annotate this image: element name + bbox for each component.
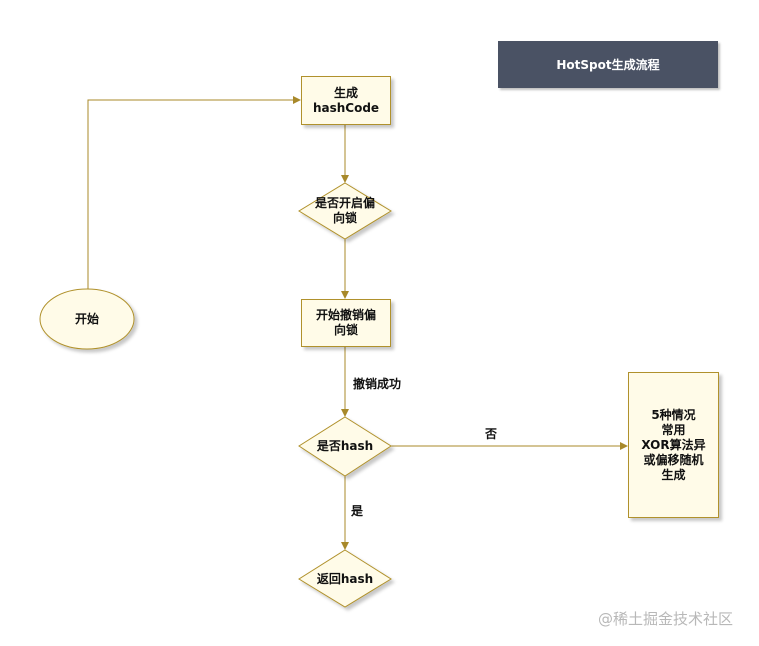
is-hash-label: 是否hash <box>316 438 374 453</box>
biased-enabled-label: 是否开启偏 向锁 <box>314 196 375 225</box>
five-cases-box: 5种情况 常用 XOR算法异 或偏移随机 生成 <box>628 372 719 518</box>
biased-enabled-diamond <box>298 182 392 240</box>
revoke-success-label: 撤销成功 <box>353 377 402 391</box>
yes-label: 是 <box>351 504 364 518</box>
watermark: @稀土掘金技术社区 <box>598 610 734 628</box>
start-ellipse <box>39 288 135 350</box>
start-label: 开始 <box>74 311 99 326</box>
revoke-biased-lock-box: 开始撤销偏 向锁 <box>301 299 391 347</box>
edge-start-to-generate <box>87 96 301 289</box>
generate-hashcode-box: 生成 hashCode <box>301 76 391 125</box>
return-hash-label: 返回hash <box>316 571 374 586</box>
no-label: 否 <box>485 427 498 441</box>
diagram-title: HotSpot生成流程 <box>498 41 718 88</box>
is-hash-diamond <box>298 416 392 477</box>
return-hash-diamond <box>298 549 392 608</box>
